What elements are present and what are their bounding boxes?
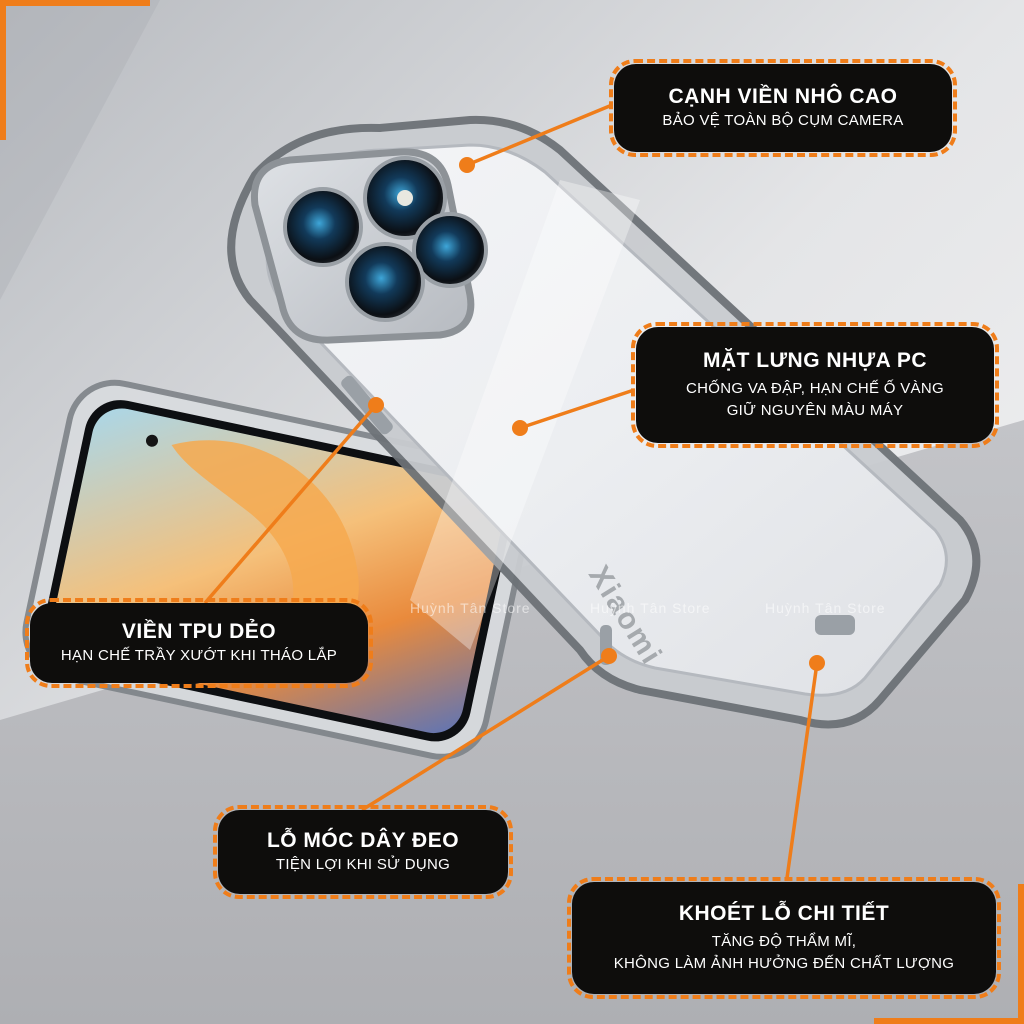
watermark-1: Huỳnh Tân Store <box>410 600 531 616</box>
frame-bottom-right <box>874 1018 1024 1024</box>
callout-pc-back: MẶT LƯNG NHỰA PC CHỐNG VA ĐẬP, HẠN CHẾ Ố… <box>631 322 999 448</box>
callout-line: BẢO VỆ TOÀN BỘ CỤM CAMERA <box>662 112 904 129</box>
frame-top-left <box>0 0 150 6</box>
callout-line: HẠN CHẾ TRẦY XƯỚT KHI THÁO LẮP <box>60 647 338 664</box>
callout-line: CHỐNG VA ĐẬP, HẠN CHẾ Ố VÀNG <box>686 380 944 397</box>
callout-line: KHÔNG LÀM ẢNH HƯỞNG ĐẾN CHẤT LƯỢNG <box>613 955 955 972</box>
callout-cutouts: KHOÉT LỖ CHI TIẾT TĂNG ĐỘ THẨM MĨ, KHÔNG… <box>567 877 1001 999</box>
watermark-3: Huỳnh Tân Store <box>765 600 886 616</box>
back-phone <box>227 115 981 729</box>
callout-line: TĂNG ĐỘ THẨM MĨ, <box>711 933 857 950</box>
callout-tpu-edge: VIỀN TPU DẺO HẠN CHẾ TRẦY XƯỚT KHI THÁO … <box>25 598 373 688</box>
callout-line: TIỆN LỢI KHI SỬ DỤNG <box>275 856 451 873</box>
callout-title: VIỀN TPU DẺO <box>121 620 277 643</box>
callout-line: GIỮ NGUYÊN MÀU MÁY <box>726 402 904 419</box>
frame-right <box>1018 884 1024 1024</box>
frame-left <box>0 0 6 140</box>
callout-raised-edge: CẠNH VIỀN NHÔ CAO BẢO VỆ TOÀN BỘ CỤM CAM… <box>609 59 957 157</box>
watermark-2: Huỳnh Tân Store <box>590 600 711 616</box>
callout-title: KHOÉT LỖ CHI TIẾT <box>678 902 890 925</box>
callout-title: MẶT LƯNG NHỰA PC <box>702 349 928 372</box>
callout-title: LỖ MÓC DÂY ĐEO <box>266 829 460 852</box>
callout-strap-hole: LỖ MÓC DÂY ĐEO TIỆN LỢI KHI SỬ DỤNG <box>213 805 513 899</box>
callout-title: CẠNH VIỀN NHÔ CAO <box>668 85 898 108</box>
